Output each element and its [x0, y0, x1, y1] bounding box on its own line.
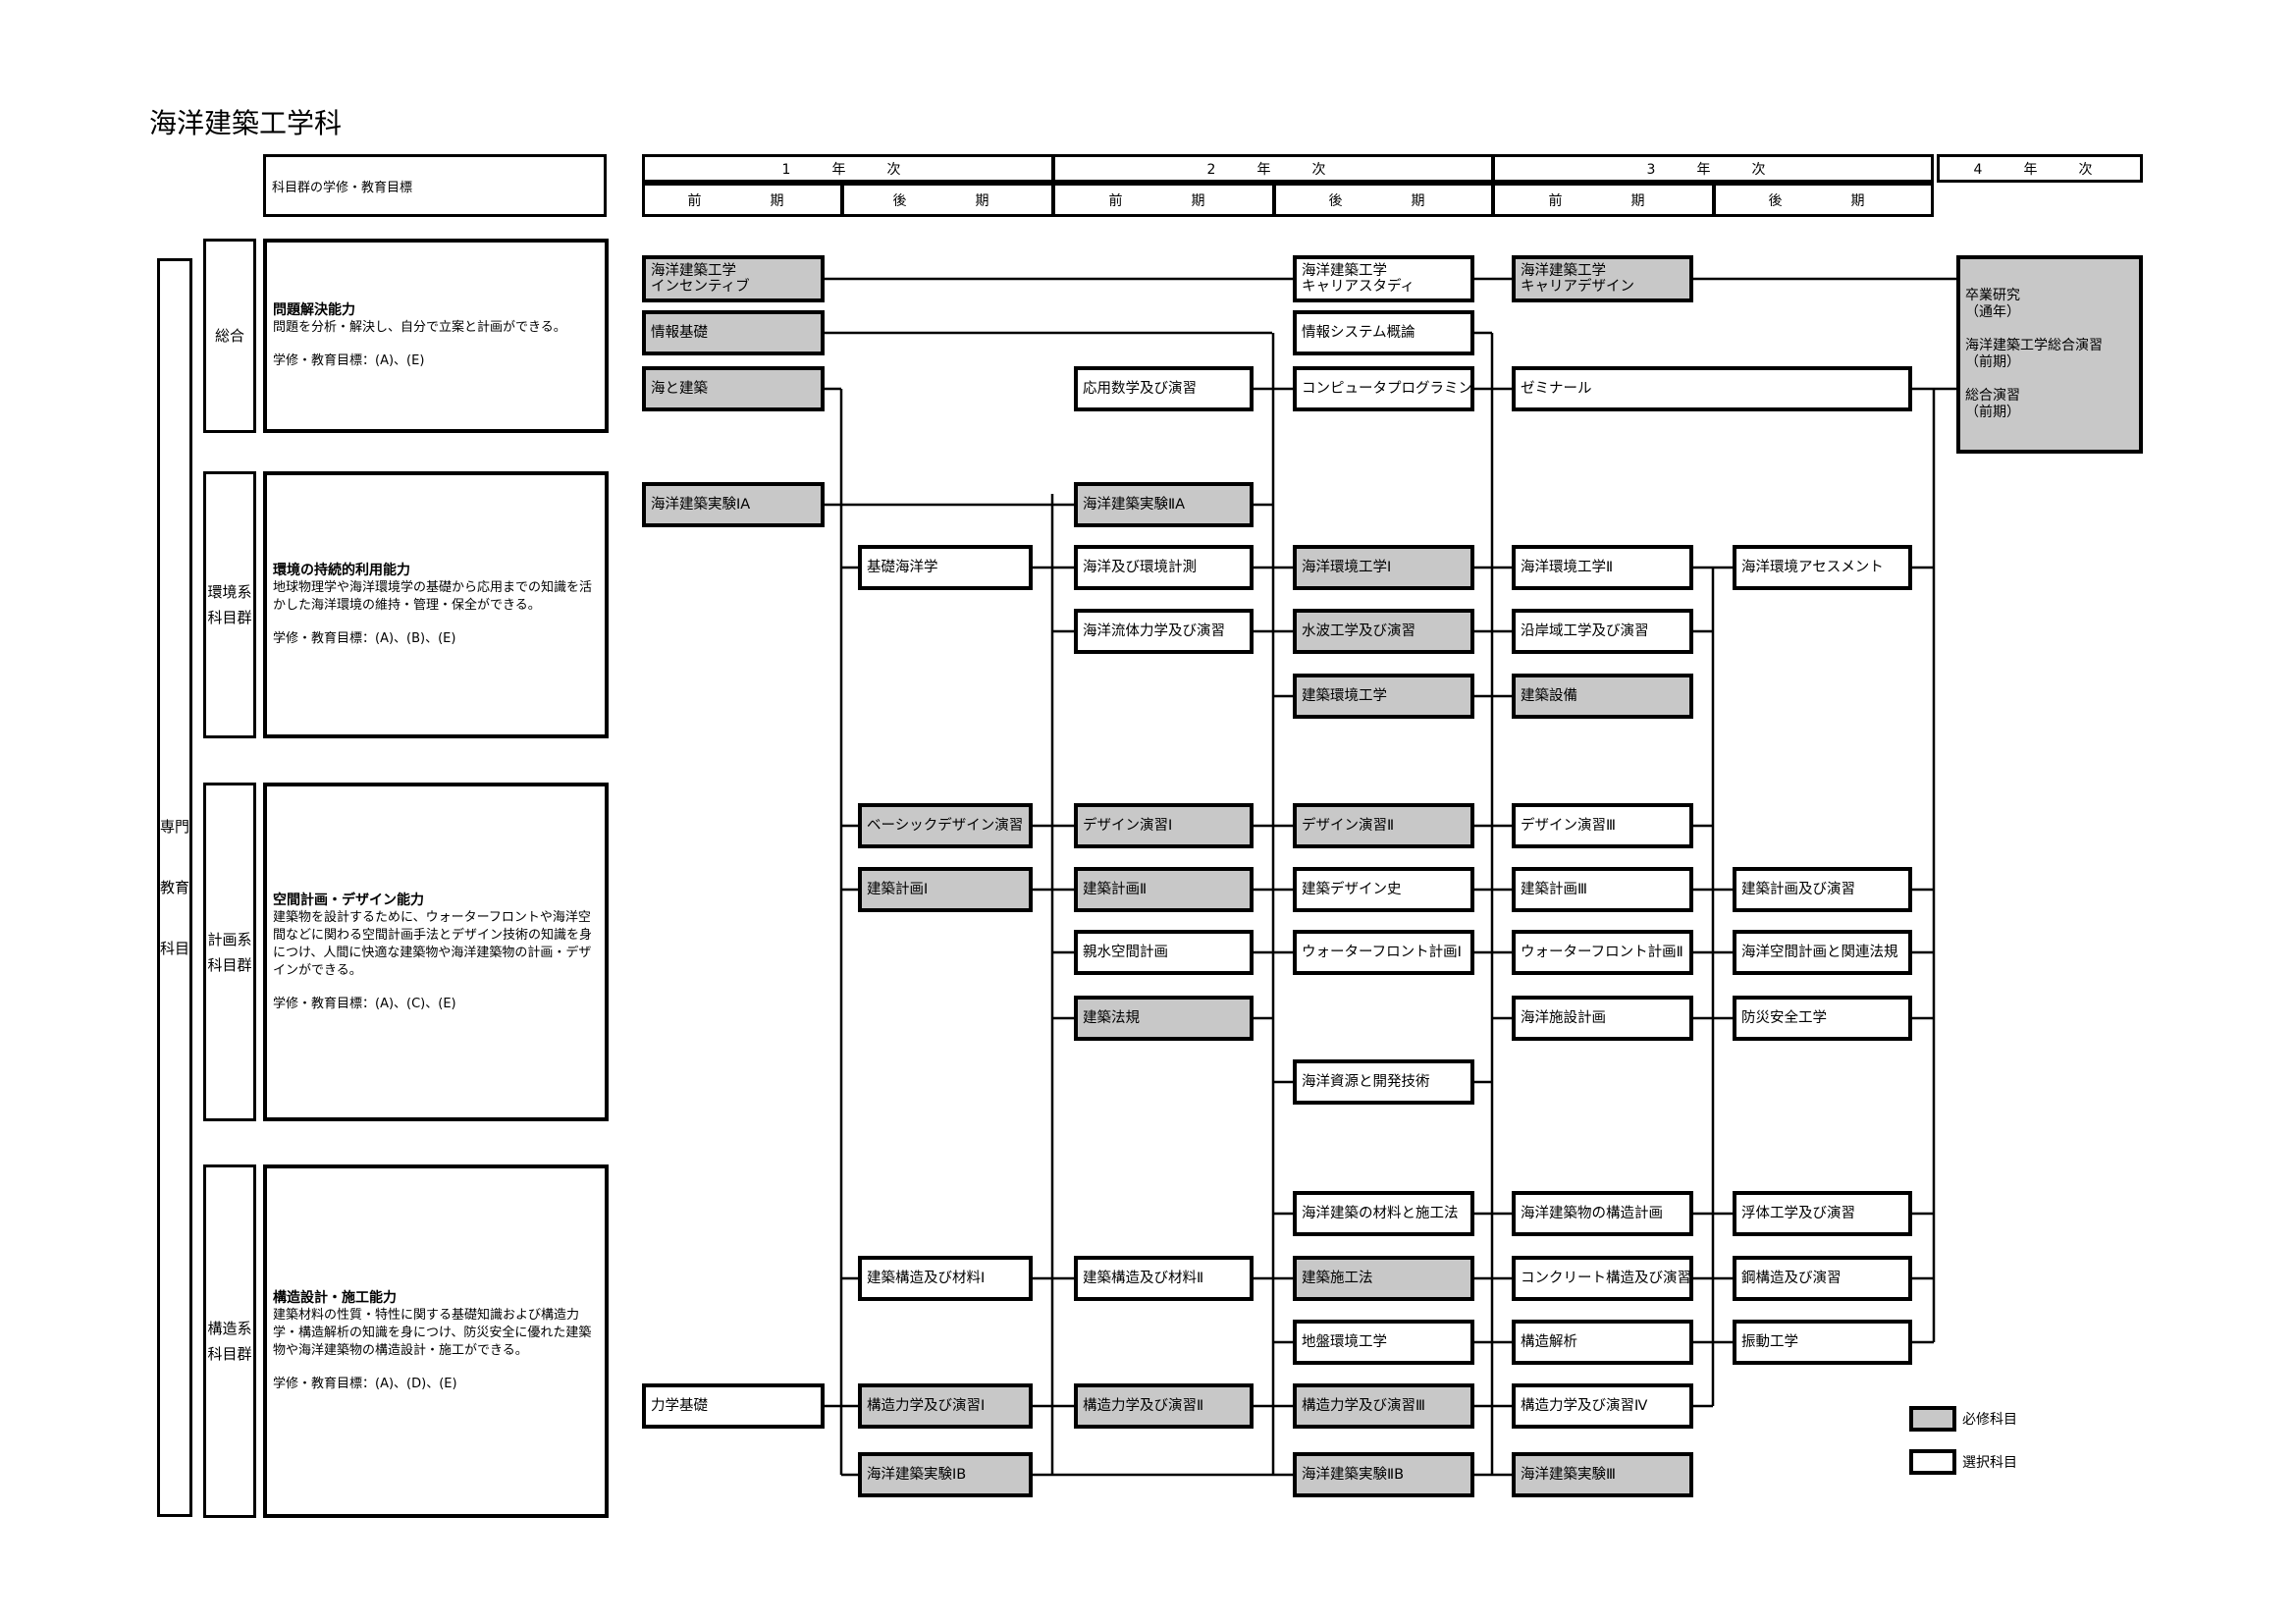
course-box: コンピュータプログラミング — [1293, 366, 1474, 411]
course-box: 建築計画Ⅱ — [1074, 867, 1254, 912]
legend-required: 必修科目 — [1909, 1406, 2017, 1432]
course-box: 建築計画及び演習 — [1733, 867, 1912, 912]
course-box: 海洋建築実験Ⅲ — [1512, 1452, 1693, 1497]
course-box: 海洋建築工学 キャリアスタディ — [1293, 255, 1474, 302]
course-box: ウォーターフロント計画Ⅱ — [1512, 930, 1693, 975]
course-box: 海洋環境アセスメント — [1733, 545, 1912, 590]
term-header: 前 期 — [1492, 183, 1715, 217]
goal-column-header: 科目群の学修・教育目標 — [263, 154, 607, 217]
course-box: 鋼構造及び演習 — [1733, 1256, 1912, 1301]
group-label-structure: 構造系科目群 — [203, 1164, 256, 1518]
course-box: デザイン演習Ⅰ — [1074, 803, 1254, 848]
course-box: 海洋建築実験ⅠA — [642, 482, 825, 527]
term-header: 後 期 — [1713, 183, 1934, 217]
term-header: 前 期 — [642, 183, 843, 217]
course-box: 地盤環境工学 — [1293, 1320, 1474, 1365]
course-box: 沿岸域工学及び演習 — [1512, 609, 1693, 654]
goal-target: 学修・教育目標：(A)、(C)、(E) — [273, 996, 456, 1011]
goal-target: 学修・教育目標：(A)、(E) — [273, 353, 425, 368]
year-3-header: 3 年 次 — [1492, 154, 1934, 183]
legend-label: 必修科目 — [1962, 1412, 2017, 1428]
legend-swatch — [1909, 1406, 1956, 1432]
course-box: 海洋環境工学Ⅱ — [1512, 545, 1693, 590]
year-2-header: 2 年 次 — [1052, 154, 1494, 183]
year-4-header: 4 年 次 — [1937, 154, 2143, 183]
group-label-planning: 計画系科目群 — [203, 783, 256, 1121]
course-box: 浮体工学及び演習 — [1733, 1191, 1912, 1236]
course-box: 構造力学及び演習Ⅳ — [1512, 1383, 1693, 1429]
goal-heading: 空間計画・デザイン能力 — [273, 892, 424, 908]
course-box: 海洋資源と開発技術 — [1293, 1059, 1474, 1105]
course-box: 建築環境工学 — [1293, 674, 1474, 719]
course-box: 建築設備 — [1512, 674, 1693, 719]
course-box: 構造力学及び演習Ⅲ — [1293, 1383, 1474, 1429]
course-box: 海と建築 — [642, 366, 825, 411]
course-box: 防災安全工学 — [1733, 996, 1912, 1041]
course-box: 応用数学及び演習 — [1074, 366, 1254, 411]
course-box: 建築法規 — [1074, 996, 1254, 1041]
course-box: 海洋流体力学及び演習 — [1074, 609, 1254, 654]
goal-planning: 空間計画・デザイン能力 建築物を設計するために、ウォーターフロントや海洋空間など… — [263, 783, 609, 1121]
course-box: 海洋建築工学 インセンティブ — [642, 255, 825, 302]
course-box: ウォーターフロント計画Ⅰ — [1293, 930, 1474, 975]
course-box: 振動工学 — [1733, 1320, 1912, 1365]
goal-structure: 構造設計・施工能力 建築材料の性質・特性に関する基礎知識および構造力学・構造解析… — [263, 1164, 609, 1518]
group-label-general: 総合 — [203, 239, 256, 433]
course-box: デザイン演習Ⅱ — [1293, 803, 1474, 848]
course-box: 構造力学及び演習Ⅰ — [858, 1383, 1033, 1429]
goal-text: 地球物理学や海洋環境学の基礎から応用までの知識を活かした海洋環境の維持・管理・保… — [273, 580, 593, 613]
group-label-environment: 環境系科目群 — [203, 471, 256, 738]
goal-heading: 環境の持続的利用能力 — [273, 563, 410, 578]
course-box: 情報基礎 — [642, 310, 825, 355]
course-box: ベーシックデザイン演習 — [858, 803, 1033, 848]
course-box: 基礎海洋学 — [858, 545, 1033, 590]
course-box: 構造解析 — [1512, 1320, 1693, 1365]
course-box: 力学基礎 — [642, 1383, 825, 1429]
course-box: 建築デザイン史 — [1293, 867, 1474, 912]
course-box: 情報システム概論 — [1293, 310, 1474, 355]
course-box: コンクリート構造及び演習 — [1512, 1256, 1693, 1301]
term-header: 後 期 — [1273, 183, 1494, 217]
course-box: 海洋建築実験ⅡA — [1074, 482, 1254, 527]
course-box: 建築構造及び材料Ⅱ — [1074, 1256, 1254, 1301]
legend-label: 選択科目 — [1962, 1455, 2017, 1471]
goal-target: 学修・教育目標：(A)、(B)、(E) — [273, 631, 456, 646]
legend-swatch — [1909, 1449, 1956, 1475]
legend-elective: 選択科目 — [1909, 1449, 2017, 1475]
course-box: 建築施工法 — [1293, 1256, 1474, 1301]
specialty-label: 専門教育科目 — [157, 258, 192, 1517]
course-box: 海洋建築物の構造計画 — [1512, 1191, 1693, 1236]
course-box: 海洋建築実験ⅠB — [858, 1452, 1033, 1497]
course-box: 建築構造及び材料Ⅰ — [858, 1256, 1033, 1301]
goal-heading: 問題解決能力 — [273, 302, 355, 318]
course-box: 水波工学及び演習 — [1293, 609, 1474, 654]
course-box: 建築計画Ⅰ — [858, 867, 1033, 912]
goal-environment: 環境の持続的利用能力 地球物理学や海洋環境学の基礎から応用までの知識を活かした海… — [263, 471, 609, 738]
course-box: ゼミナール — [1512, 366, 1912, 411]
course-box: 親水空間計画 — [1074, 930, 1254, 975]
course-box: デザイン演習Ⅲ — [1512, 803, 1693, 848]
course-box: 構造力学及び演習Ⅱ — [1074, 1383, 1254, 1429]
page-title: 海洋建築工学科 — [149, 107, 343, 139]
goal-text: 建築物を設計するために、ウォーターフロントや海洋空間などに関わる空間計画手法とデ… — [273, 909, 593, 978]
course-box: 海洋建築工学 キャリアデザイン — [1512, 255, 1693, 302]
goal-text: 建築材料の性質・特性に関する基礎知識および構造力学・構造解析の知識を身につけ、防… — [273, 1308, 592, 1358]
course-box: 海洋空間計画と関連法規 — [1733, 930, 1912, 975]
goal-heading: 構造設計・施工能力 — [273, 1290, 397, 1306]
goal-text: 問題を分析・解決し、自分で立案と計画ができる。 — [273, 320, 566, 335]
course-box: 海洋施設計画 — [1512, 996, 1693, 1041]
term-header: 前 期 — [1052, 183, 1275, 217]
course-box: 海洋建築の材料と施工法 — [1293, 1191, 1474, 1236]
course-box: 海洋建築実験ⅡB — [1293, 1452, 1474, 1497]
goal-general: 問題解決能力 問題を分析・解決し、自分で立案と計画ができる。 学修・教育目標：(… — [263, 239, 609, 433]
goal-target: 学修・教育目標：(A)、(D)、(E) — [273, 1377, 457, 1391]
course-box: 建築計画Ⅲ — [1512, 867, 1693, 912]
course-box: 海洋環境工学Ⅰ — [1293, 545, 1474, 590]
course-box: 海洋及び環境計測 — [1074, 545, 1254, 590]
course-box-year4: 卒業研究 （通年） 海洋建築工学総合演習 （前期） 総合演習 （前期） — [1956, 255, 2143, 454]
term-header: 後 期 — [841, 183, 1054, 217]
